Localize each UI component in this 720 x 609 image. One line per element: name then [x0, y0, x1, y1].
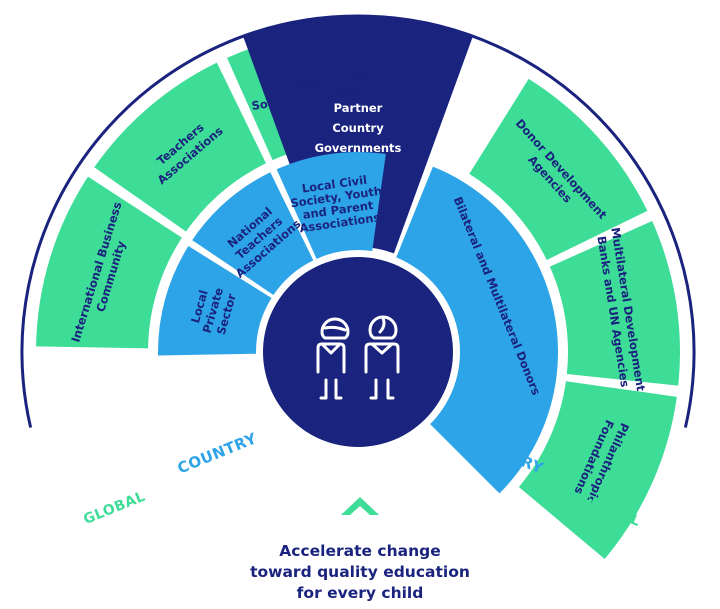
caption-line-1: Accelerate change: [279, 542, 441, 560]
outer-segment-6: [518, 381, 677, 559]
outer-segment-5: [549, 221, 680, 386]
outer-segment-2: [94, 62, 266, 232]
inner-segment-2: [192, 172, 314, 295]
global-label-left: GLOBAL: [81, 489, 147, 528]
inner-segment-4: [396, 166, 558, 494]
center-circle: [263, 257, 453, 447]
outer-boundary-arc: [20, 14, 696, 428]
inner-segment-label-1: LocalPrivateSector: [186, 282, 239, 339]
chevron-up-icon: [341, 497, 379, 515]
country-label-left: COUNTRY: [175, 429, 260, 477]
inner-segment-label-3: Local CivilSociety, Youthand ParentAssoc…: [288, 171, 387, 236]
outer-segment-1: [36, 176, 182, 349]
caption-line-3: for every child: [296, 584, 424, 602]
outer-segment-4: [469, 78, 648, 260]
inner-segment-3: [276, 152, 386, 259]
inner-segment-1: [158, 246, 272, 356]
two-people-icon: [316, 315, 400, 400]
caption: Accelerate change toward quality educati…: [160, 541, 560, 604]
caption-line-2: toward quality education: [250, 563, 470, 581]
segments: [36, 16, 680, 559]
